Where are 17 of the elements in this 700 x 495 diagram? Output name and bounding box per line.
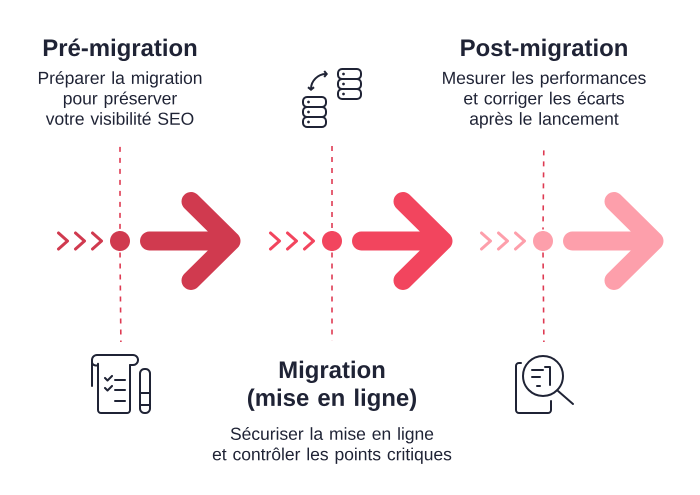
phase-description: Préparer la migration pour préserver votre visibilité SEO xyxy=(38,71,202,125)
dashed-line xyxy=(542,150,545,230)
document-search-icon xyxy=(515,355,574,414)
phase-title: Post-migration xyxy=(461,38,627,62)
timeline-dot xyxy=(322,231,342,251)
phase-description: Mesurer les performances et corriger les écarts après le lancement xyxy=(443,71,646,128)
dashed-line xyxy=(119,252,122,342)
phase-title: Migration (mise en ligne) xyxy=(248,360,416,411)
dashed-line xyxy=(119,146,121,230)
phase-description: Sécuriser la mise en ligne et contrôler les points critiques xyxy=(212,426,452,464)
server-sync-icon xyxy=(302,68,362,128)
checklist-icon xyxy=(91,354,151,414)
dashed-line xyxy=(331,146,333,230)
dashed-line xyxy=(542,252,545,342)
timeline-dot xyxy=(533,231,553,251)
timeline-dot xyxy=(110,231,130,251)
phase-title: Pré-migration xyxy=(44,38,196,62)
